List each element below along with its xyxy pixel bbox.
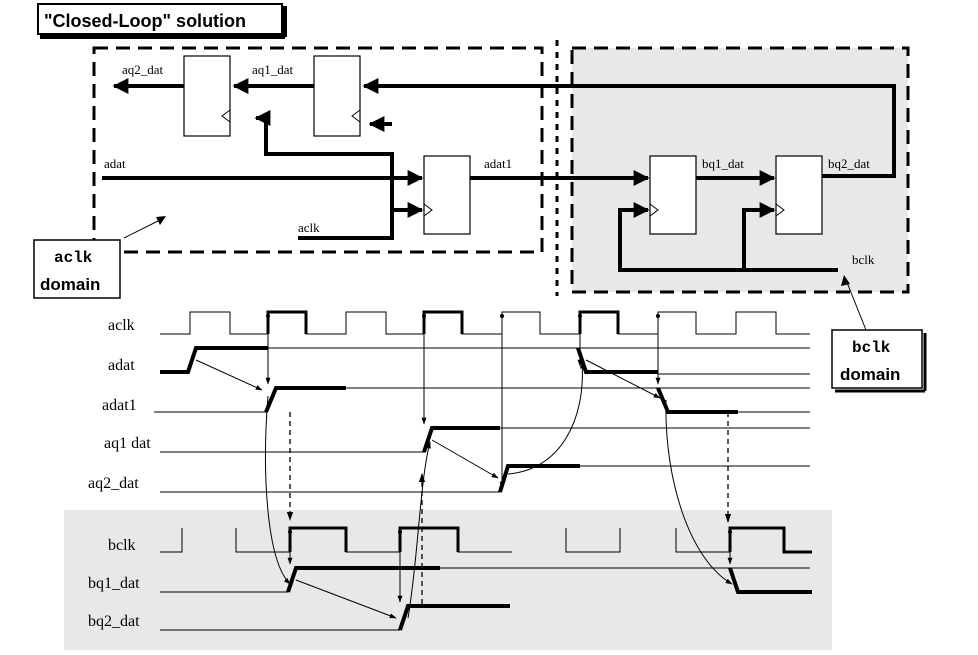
clock-edge-dots [266,314,732,534]
wave-label-aclk: aclk [108,317,135,334]
label-adat: adat [104,156,126,171]
wave-bq2-dat [398,604,510,631]
wave-label-aq1-dat: aq1 dat [104,435,151,452]
aclk-domain-line1: aclk [54,249,93,267]
wave-adat [160,346,268,374]
title-box: "Closed-Loop" solution [37,3,287,39]
wave-bq1-dat [286,566,440,593]
flip-flop-aq1 [313,55,361,137]
label-bclk: bclk [852,252,875,267]
wave-label-bq2-dat: bq2_dat [88,613,140,630]
bclk-domain-line1: bclk [852,339,891,357]
wave-aq1-dat [422,426,500,453]
label-bq2-dat: bq2_dat [828,156,870,171]
bclk-domain-line2: domain [840,365,900,384]
wave-adat1 [264,386,346,413]
wave-label-adat: adat [108,357,135,374]
label-aq1-dat: aq1_dat [252,62,294,77]
bclk-waveform-background [64,510,832,650]
schematic-wires [102,78,896,272]
wave-label-bq1-dat: bq1_dat [88,575,140,592]
causal-curves [195,359,733,619]
clock-edge-arrows [265,316,733,603]
label-bq1-dat: bq1_dat [702,156,744,171]
schematic-labels: aq2_dat aq1_dat adat adat1 aclk bq1_dat … [104,62,875,267]
title: "Closed-Loop" solution [44,11,246,31]
wave-aclk [160,311,810,335]
wave-baselines [154,347,810,631]
flip-flop-bq1 [649,155,697,235]
label-aclk: aclk [298,220,320,235]
wave-bq1-dat-fall [728,567,812,594]
waveform-labels: aclk adat adat1 aq1 dat aq2_dat bclk bq1… [88,317,151,630]
bclk-domain-background [572,48,908,292]
aclk-domain-callout: aclk domain [33,216,166,299]
aclk-domain-box [92,46,544,254]
wave-aq2-dat [498,464,580,493]
flip-flop-bq2 [775,155,823,235]
wave-adat-fall [576,347,658,374]
bclk-domain-box [570,46,910,294]
flip-flop-aq2 [183,55,231,137]
flip-flop-adat1 [423,155,471,235]
wave-label-adat1: adat1 [102,397,137,414]
wave-adat1-fall [656,387,738,414]
wave-label-bclk: bclk [108,537,136,554]
label-aq2-dat: aq2_dat [122,62,164,77]
label-adat1: adat1 [484,156,512,171]
aclk-domain-line2: domain [40,275,100,294]
bclk-domain-callout: bclk domain [831,275,927,393]
wave-label-aq2-dat: aq2_dat [88,475,139,492]
wave-aclk-highlight [266,310,620,334]
